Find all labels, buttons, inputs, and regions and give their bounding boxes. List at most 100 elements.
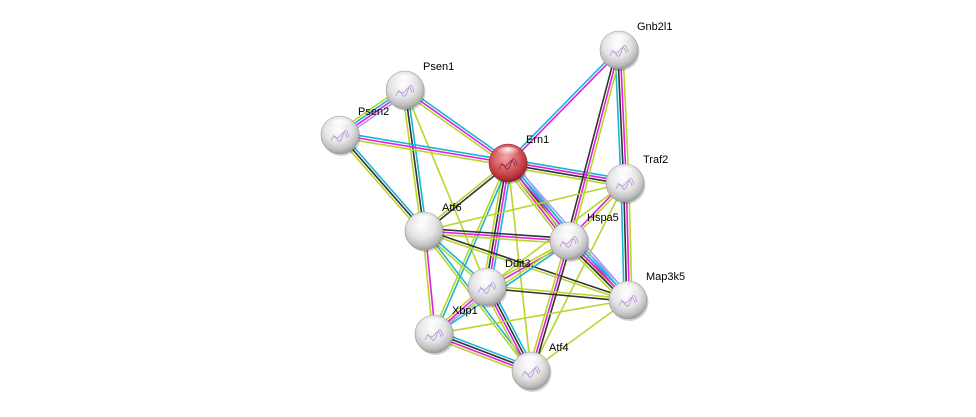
node-hspa5[interactable]: Hspa5 <box>549 212 619 262</box>
edge-line-textmining <box>423 182 626 232</box>
edge-line-database <box>508 158 626 180</box>
edge-psen1-atf6[interactable] <box>401 89 428 232</box>
node-highlight <box>557 225 581 237</box>
edge-atf6-hspa5[interactable] <box>423 227 570 245</box>
edge-line-database <box>506 48 619 163</box>
edge-line-experimental <box>568 49 620 242</box>
node-psen2[interactable]: Psen2 <box>320 106 389 156</box>
edge-line-coexpression <box>484 162 508 287</box>
edge-ern1-traf2[interactable] <box>507 158 626 188</box>
edge-line-database <box>620 183 625 301</box>
node-highlight <box>412 215 436 227</box>
edge-line-coexpression <box>532 241 573 372</box>
edge-line-coexpression <box>622 183 628 301</box>
node-highlight <box>616 284 640 296</box>
edge-psen2-ern1[interactable] <box>339 131 509 167</box>
node-highlight <box>613 167 637 179</box>
edge-psen1-ern1[interactable] <box>403 87 510 166</box>
edge-line-database <box>490 163 513 288</box>
protein-structure-icon <box>498 158 518 170</box>
edge-ddit3-map3k5[interactable] <box>486 284 629 303</box>
edge-line-textmining <box>527 240 568 371</box>
edge-line-textmining <box>622 49 630 183</box>
edge-map3k5-xbp1[interactable] <box>433 299 629 335</box>
protein-structure-icon <box>618 295 638 307</box>
node-xbp1[interactable]: Xbp1 <box>414 305 478 355</box>
edge-line-textmining <box>403 91 507 166</box>
edge-line-textmining <box>337 136 423 234</box>
edge-line-coexpression <box>616 50 625 184</box>
node-traf2[interactable]: Traf2 <box>605 154 668 204</box>
edge-line-experimental <box>619 49 628 183</box>
edge-line-coexpression <box>339 134 425 232</box>
node-highlight <box>607 34 631 46</box>
protein-structure-icon <box>521 366 541 378</box>
node-highlight <box>475 271 499 283</box>
edge-traf2-atf6[interactable] <box>423 182 626 232</box>
edge-line-textmining <box>339 136 508 167</box>
edge-traf2-atf4[interactable] <box>530 182 626 372</box>
edge-line-database <box>340 131 509 162</box>
node-highlight <box>519 355 543 367</box>
node-ern1[interactable]: Ern1 <box>488 134 549 184</box>
edge-psen1-ddit3[interactable] <box>404 89 488 288</box>
edge-line-experimental <box>404 89 509 164</box>
node-label: Gnb2l1 <box>637 21 672 33</box>
edge-line-textmining <box>487 284 629 300</box>
protein-structure-icon <box>424 329 444 341</box>
node-label: Psen2 <box>358 106 389 118</box>
edge-ern1-gnb2l1[interactable] <box>506 48 621 165</box>
edge-line-textmining <box>628 182 633 300</box>
edge-line-experimental <box>487 163 511 288</box>
edge-line-textmining <box>570 50 623 242</box>
node-highlight <box>393 74 417 86</box>
protein-structure-icon <box>330 130 350 142</box>
node-atf4[interactable]: Atf4 <box>511 342 569 392</box>
edge-line-database <box>341 132 427 230</box>
edge-line-textmining <box>530 182 626 372</box>
node-label: Psen1 <box>423 61 454 73</box>
node-label: Ddit3 <box>505 258 531 270</box>
edge-line-textmining <box>401 90 423 232</box>
edge-line-textmining <box>423 232 569 245</box>
edge-line-coexpression <box>424 227 570 240</box>
edge-line-experimental <box>423 230 570 242</box>
protein-structure-icon <box>477 282 497 294</box>
edge-gnb2l1-traf2[interactable] <box>614 49 630 184</box>
node-label: Hspa5 <box>587 212 619 224</box>
node-psen1[interactable]: Psen1 <box>385 61 454 111</box>
node-map3k5[interactable]: Map3k5 <box>608 271 685 321</box>
edge-traf2-map3k5[interactable] <box>620 182 633 301</box>
protein-structure-icon <box>609 45 629 57</box>
edge-line-textmining <box>433 299 629 335</box>
edge-gnb2l1-hspa5[interactable] <box>565 49 623 242</box>
node-highlight <box>496 147 520 159</box>
protein-structure-icon <box>615 178 635 190</box>
edge-line-experimental <box>625 182 631 300</box>
node-label: Ern1 <box>526 134 549 146</box>
protein-structure-icon <box>395 85 415 97</box>
edge-line-database <box>406 89 428 231</box>
edge-line-coexpression <box>486 287 628 303</box>
node-atf6[interactable]: Atf6 <box>404 202 462 252</box>
node-gnb2l1[interactable]: Gnb2l1 <box>599 21 672 71</box>
edge-line-experimental <box>339 134 509 164</box>
edge-psen2-atf6[interactable] <box>337 132 427 234</box>
edge-line-coexpression <box>404 89 425 232</box>
edge-line-textmining <box>404 89 488 288</box>
edge-line-experimental <box>508 50 621 165</box>
node-highlight <box>422 318 446 330</box>
edge-line-database <box>406 87 510 162</box>
node-ddit3[interactable]: Ddit3 <box>467 258 531 308</box>
node-label: Xbp1 <box>452 305 478 317</box>
edge-map3k5-atf4[interactable] <box>530 299 629 372</box>
node-label: Atf6 <box>442 202 462 214</box>
edge-hspa5-atf4[interactable] <box>527 240 573 372</box>
edge-line-coexpression <box>565 49 618 241</box>
edge-line-coexpression <box>507 163 625 186</box>
edge-line-textmining <box>530 299 629 372</box>
node-label: Traf2 <box>643 154 668 166</box>
edge-line-textmining <box>507 166 625 188</box>
